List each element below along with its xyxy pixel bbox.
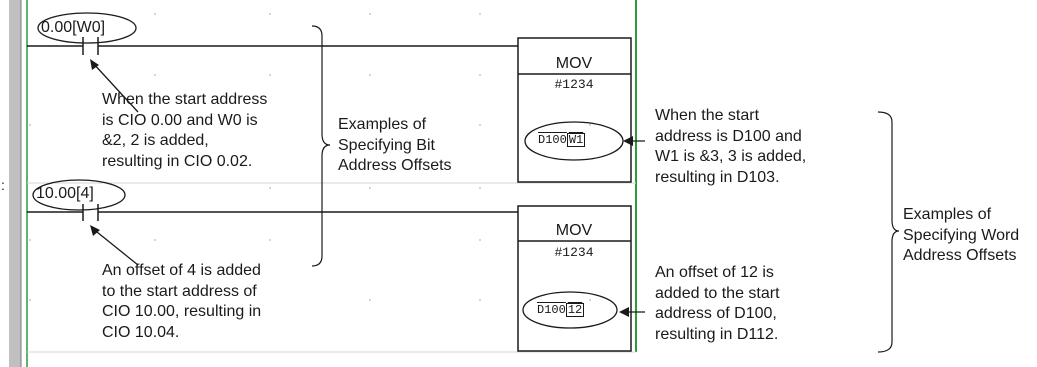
rung1-instruction[interactable]: MOV [555, 55, 593, 72]
rung2-bit-arrow-line [91, 227, 139, 266]
bit-offsets-group-label: Examples of Specifying Bit Address Offse… [338, 116, 452, 174]
word-offsets-group-label: Examples of Specifying Word Address Offs… [903, 206, 1020, 264]
rung-1 [27, 12, 645, 183]
grid-dots [29, 13, 591, 301]
rung1-operand-offset: W1 [566, 133, 586, 147]
rung1-constant[interactable]: #1234 [554, 77, 594, 92]
rung2-bit-arrowhead [90, 225, 100, 236]
rung1-operand-base: D100 [538, 133, 567, 147]
rung1-contact-label[interactable]: 0.00[W0] [41, 19, 106, 36]
rung1-bit-arrow-line [91, 61, 139, 113]
rung2-contact-label[interactable]: 10.00[4] [36, 185, 94, 202]
rung1-word-note: When the start address is D100 and W1 is… [655, 107, 807, 186]
rung2-operand-base: D100 [537, 303, 566, 317]
rung-2 [27, 179, 645, 352]
rung2-operand-ellipse [522, 291, 618, 329]
rung2-bit-note: An offset of 4 is added to the start add… [102, 262, 262, 341]
rung1-word-arrowhead [623, 136, 633, 146]
rung2-contact-ellipse [32, 179, 126, 211]
rung2-instruction[interactable]: MOV [555, 222, 593, 239]
word-offsets-brace [877, 111, 900, 353]
rail-tick-mark: : [1, 177, 5, 193]
rung1-contact-ellipse [37, 12, 137, 44]
left-power-rail [9, 0, 21, 367]
rung2-mov-block [517, 205, 632, 352]
rung2-word-arrowhead [619, 307, 629, 317]
rung1-mov-block [517, 37, 632, 183]
rung2-word-note: An offset of 12 is added to the start ad… [655, 264, 780, 343]
rung1-bit-note: When the start address is CIO 0.00 and W… [102, 91, 268, 170]
rung1-bit-arrowhead [90, 59, 99, 70]
bit-offsets-brace [311, 25, 331, 267]
rung2-constant[interactable]: #1234 [554, 245, 594, 260]
rung2-operand-offset: 12 [565, 303, 585, 317]
